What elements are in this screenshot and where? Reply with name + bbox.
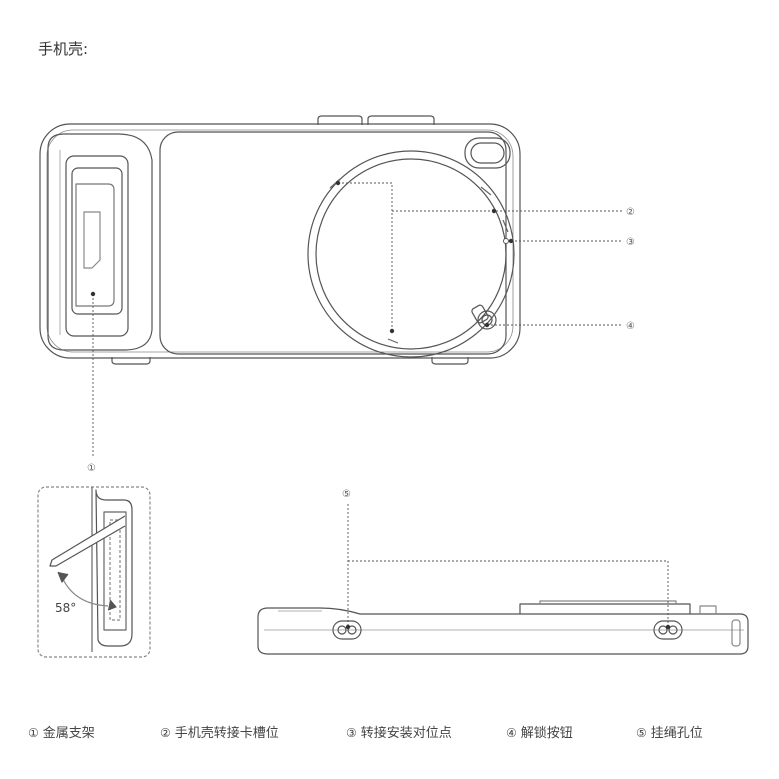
legend-label: 挂绳孔位: [650, 726, 703, 741]
callout-5: ⑤: [342, 489, 351, 500]
angle-label: 58°: [55, 601, 76, 615]
callout-markers: ② ③ ④ ① ⑤: [87, 207, 635, 500]
page-title: 手机壳:: [38, 40, 89, 58]
case-outline: [39, 123, 521, 359]
legend-label: 转接安装对位点: [360, 726, 452, 741]
lens-mount-ring: [307, 150, 515, 358]
legend-label: 金属支架: [42, 726, 95, 741]
legend-num: ④: [506, 726, 517, 740]
grip-panel: [47, 133, 153, 351]
kickstand-detail: [37, 486, 151, 658]
callout-4: ④: [626, 321, 635, 332]
legend-label: 解锁按钮: [520, 726, 573, 741]
camera-bump: [464, 137, 511, 169]
legend-num: ③: [346, 726, 357, 740]
case-back-view: [39, 115, 521, 365]
callout-3: ③: [626, 237, 635, 248]
leader-dots: [90, 180, 671, 630]
legend-label: 手机壳转接卡槽位: [174, 726, 279, 741]
legend-num: ①: [28, 726, 39, 740]
legend-num: ②: [160, 726, 171, 740]
callout-2: ②: [626, 207, 635, 218]
kickstand-slot: [65, 155, 129, 337]
lanyard-hole-left: [332, 620, 362, 640]
case-side-view: [257, 600, 749, 655]
callout-1: ①: [87, 463, 96, 474]
leader-lines: [92, 182, 669, 627]
legend-num: ⑤: [636, 726, 647, 740]
